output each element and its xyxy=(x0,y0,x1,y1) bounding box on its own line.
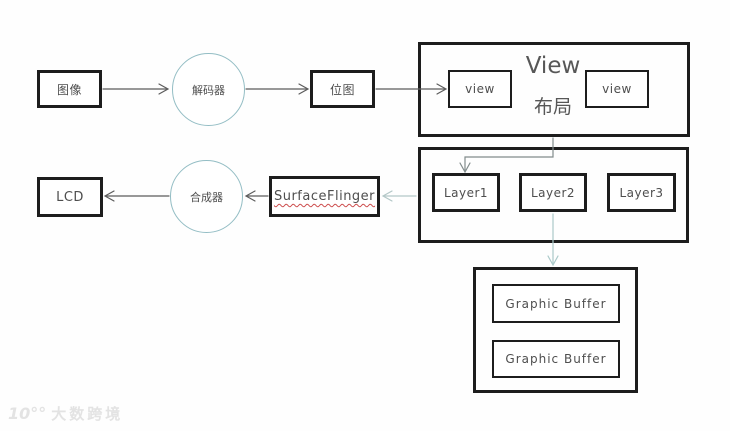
graphic-buffer-a-label: Graphic Buffer xyxy=(505,296,607,311)
lcd-node: LCD xyxy=(37,177,103,217)
image-label: 图像 xyxy=(56,82,82,97)
arrow-image-to-decoder xyxy=(102,83,170,95)
layer3-node: Layer3 xyxy=(607,173,676,212)
arrow-decoder-to-bitmap xyxy=(245,83,310,95)
watermark-logo-icon: 10°° xyxy=(8,404,47,423)
decoder-label: 解码器 xyxy=(192,83,225,97)
surfaceflinger-node: SurfaceFlinger xyxy=(269,176,380,217)
buffers-container xyxy=(473,267,638,393)
layer2-label: Layer2 xyxy=(530,185,576,200)
view-node-b: view xyxy=(585,70,649,108)
surfaceflinger-label: SurfaceFlinger xyxy=(273,189,376,204)
watermark: 10°° 大数跨境 xyxy=(8,403,123,424)
lcd-label: LCD xyxy=(56,189,84,205)
graphic-buffer-b-label: Graphic Buffer xyxy=(505,352,607,366)
bitmap-label: 位图 xyxy=(329,82,355,97)
image-node: 图像 xyxy=(37,70,102,108)
view-group-title: View xyxy=(525,53,581,79)
view-b-label: view xyxy=(602,82,632,96)
arrow-surfaceflinger-to-compositor xyxy=(244,190,269,202)
graphic-buffer-node-a: Graphic Buffer xyxy=(492,284,620,323)
layer1-label: Layer1 xyxy=(443,185,489,200)
watermark-text: 大数跨境 xyxy=(51,405,124,423)
layer2-node: Layer2 xyxy=(519,173,587,212)
compositor-label: 合成器 xyxy=(190,190,223,204)
layer1-node: Layer1 xyxy=(432,173,500,212)
view-node-a: view xyxy=(448,70,512,108)
view-a-label: view xyxy=(465,82,495,96)
decoder-node: 解码器 xyxy=(172,53,245,126)
arrow-layers-to-surfaceflinger xyxy=(381,190,417,202)
bitmap-node: 位图 xyxy=(310,70,375,108)
graphic-buffer-node-b: Graphic Buffer xyxy=(492,340,620,378)
arrow-compositor-to-lcd xyxy=(103,190,170,202)
compositor-node: 合成器 xyxy=(170,160,243,233)
view-group-subtitle: 布局 xyxy=(533,96,573,118)
layer3-label: Layer3 xyxy=(619,185,664,200)
